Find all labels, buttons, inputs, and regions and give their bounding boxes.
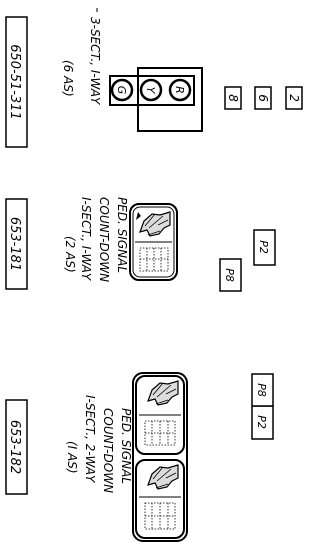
signal-1-vehicle-head: 2 6 8 R Y G 3-SECT., I-WAY (6 AS) bbox=[5, 8, 303, 148]
hand-man-icon-2b bbox=[147, 464, 179, 490]
phase-tag-8: 8 bbox=[224, 86, 242, 110]
signal-2-sections: I-SECT., I-WAY bbox=[79, 197, 93, 282]
ped-signal-head-2b bbox=[135, 459, 185, 539]
signal-2-ped-head: P2 P8 PED. SIGNA bbox=[5, 197, 276, 292]
lens-red: R bbox=[168, 78, 192, 102]
phase-tag-6: 6 bbox=[254, 86, 272, 110]
phase-tag-6-label: 6 bbox=[256, 94, 270, 102]
signal-3-ped-heads: P2 P8 bbox=[5, 372, 274, 542]
phase-tag-p8-label: P8 bbox=[223, 268, 236, 282]
signal-2-part-number: 653-181 bbox=[5, 198, 28, 290]
countdown-display-icon-2a bbox=[144, 420, 176, 446]
signal-3-countdown: COUNT-DOWN bbox=[101, 408, 115, 493]
signal-1-count: (6 AS) bbox=[61, 60, 75, 97]
signal-3-part-number: 653-182 bbox=[5, 399, 28, 495]
phase-tag-p8-second-label: P8 bbox=[255, 383, 268, 397]
lens-yellow-label: Y bbox=[144, 87, 157, 95]
signal-2-type: PED. SIGNAL bbox=[115, 197, 129, 273]
countdown-display-icon-2b bbox=[144, 502, 176, 530]
phase-tag-p2: P2 bbox=[253, 229, 276, 266]
signal-3-type: PED. SIGNAL bbox=[119, 408, 133, 484]
lens-green-label: G bbox=[115, 86, 128, 95]
phase-tag-2-label: 2 bbox=[287, 94, 301, 102]
signal-1-part-number-label: 650-51-311 bbox=[7, 44, 22, 120]
phase-tag-p2-second-label: P2 bbox=[255, 415, 268, 429]
phase-tag-p2-label: P2 bbox=[257, 240, 270, 254]
hand-man-icon bbox=[136, 211, 171, 237]
vehicle-signal-frame bbox=[109, 75, 195, 106]
signal-3-sections: I-SECT., 2-WAY bbox=[83, 395, 97, 484]
lens-red-label: R bbox=[173, 86, 186, 94]
lens-yellow: Y bbox=[139, 78, 163, 102]
signal-3-part-number-label: 653-182 bbox=[7, 420, 22, 474]
signal-1-type: 3-SECT., I-WAY bbox=[88, 17, 102, 106]
signal-1-part-number: 650-51-311 bbox=[5, 16, 28, 148]
ped-signal-head-1 bbox=[129, 203, 178, 281]
countdown-display-icon bbox=[139, 247, 169, 272]
phase-tag-p2-second: P2 bbox=[251, 405, 274, 440]
lens-green: G bbox=[110, 78, 134, 102]
signal-2-count: (2 AS) bbox=[63, 236, 77, 273]
hand-man-icon-2a bbox=[147, 380, 179, 406]
ped-signal-2way-frame bbox=[132, 372, 188, 542]
vehicle-signal-housing bbox=[137, 67, 203, 132]
signal-2-countdown: COUNT-DOWN bbox=[97, 197, 111, 282]
phase-tag-2: 2 bbox=[285, 86, 303, 110]
phase-tag-p8: P8 bbox=[219, 258, 242, 292]
phase-tag-p8-second: P8 bbox=[251, 373, 274, 407]
signal-3-count: (I AS) bbox=[65, 441, 79, 474]
ped-signal-head-2a bbox=[135, 375, 185, 455]
signal-2-part-number-label: 653-181 bbox=[7, 217, 22, 271]
phase-tag-8-label: 8 bbox=[226, 94, 240, 102]
